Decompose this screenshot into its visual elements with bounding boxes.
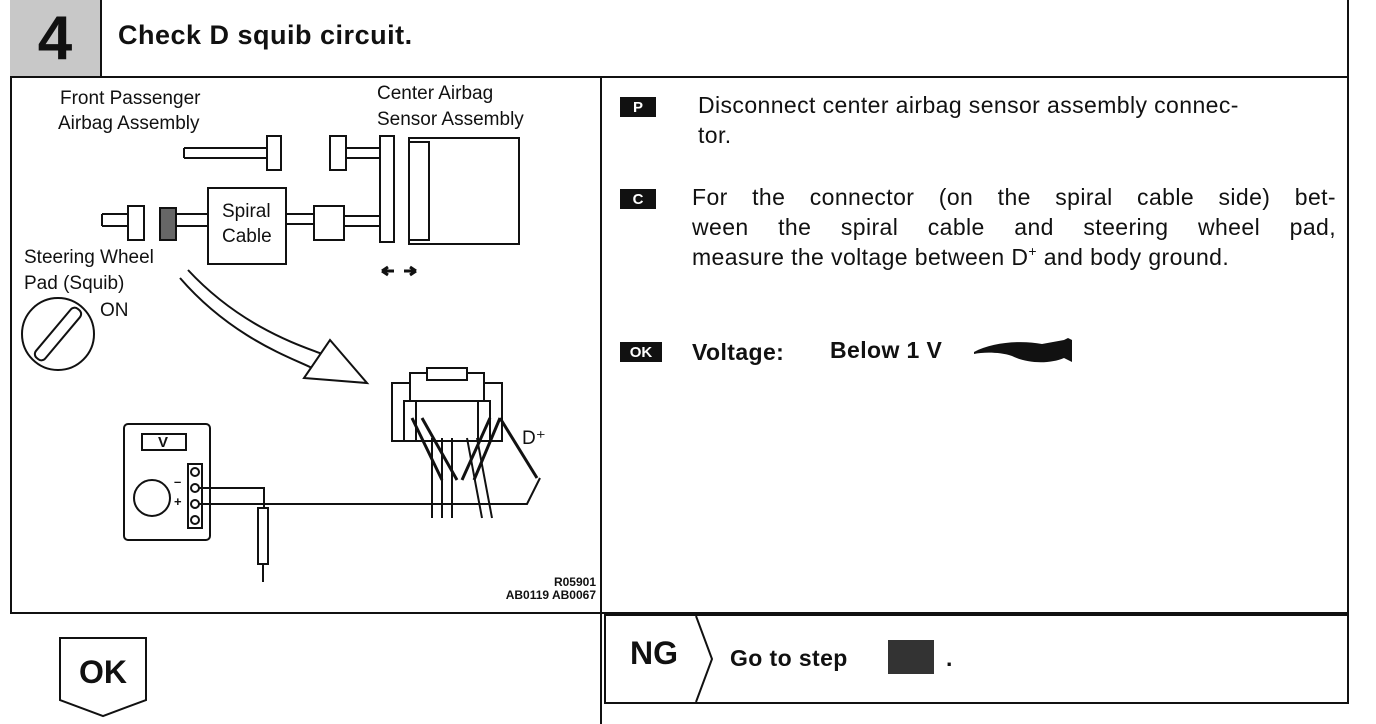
instruction-c-line2: ween the spiral cable and steering wheel… [692, 214, 1336, 240]
probe-d-plus [498, 417, 539, 479]
label-pad-squib: Pad (Squib) [24, 273, 125, 294]
circuit-diagram [21, 135, 541, 582]
badge-ok: OK [620, 342, 662, 362]
label-front-passenger: Front Passenger [60, 88, 201, 109]
ignition-switch [21, 297, 95, 371]
instruction-p-line1: Disconnect center airbag sensor assembly… [698, 92, 1239, 118]
ok-box [59, 637, 147, 718]
label-v: V [158, 434, 169, 451]
lead-positive [199, 477, 541, 505]
voltage-label: Voltage: [692, 339, 785, 365]
ok-label: OK [79, 654, 127, 690]
instruction-p: Disconnect center airbag sensor assembly… [698, 90, 1338, 150]
voltage-value: Below 1 V [830, 337, 943, 363]
passenger-connector [266, 135, 282, 171]
wheel-connector [127, 205, 145, 241]
label-sensor-assembly: Sensor Assembly [377, 109, 524, 130]
sensor-assembly [408, 137, 520, 245]
badge-c: C [620, 189, 656, 209]
instruction-c: For the connector (on the spiral cable s… [692, 182, 1336, 272]
squib-connector [159, 207, 177, 241]
instruction-c-line1: For the connector (on the spiral cable s… [692, 184, 1336, 210]
label-plus: + [174, 494, 182, 509]
ground-probe [257, 507, 269, 565]
step-title: Check D squib circuit. [118, 20, 413, 50]
label-center-airbag: Center Airbag [377, 83, 494, 104]
step-number: 4 [10, 0, 102, 76]
instruction-c-line3: measure the voltage between D+ and body … [692, 243, 1230, 270]
label-spiral: Spiral [222, 201, 271, 222]
ng-label: NG [630, 635, 678, 671]
label-on: ON [100, 300, 129, 321]
ng-box [604, 614, 1349, 704]
label-d-plus: D⁺ [522, 428, 546, 449]
main-frame [10, 76, 1349, 614]
circuit-figure: Front Passenger Airbag Assembly Center A… [12, 78, 600, 612]
pointing-hand-icon [974, 338, 1072, 363]
spiral-connector [313, 205, 345, 241]
sensor-bus [379, 135, 395, 243]
label-airbag-assembly: Airbag Assembly [58, 113, 200, 134]
passenger-harness [183, 147, 267, 159]
badge-p: P [620, 97, 656, 117]
panel-divider [600, 76, 602, 724]
instruction-p-line2: tor. [698, 122, 732, 148]
ng-text: Go to step [730, 645, 848, 671]
ng-arrow-tab [695, 615, 714, 703]
sensor-connector-upper [329, 135, 347, 171]
lead-negative [199, 487, 265, 508]
label-cable: Cable [222, 226, 272, 247]
ng-period: . [946, 645, 953, 671]
step-reference-box [888, 640, 934, 674]
figure-code-1: R05901 [553, 575, 596, 589]
pointer-arrow [179, 277, 313, 369]
label-minus: – [174, 474, 182, 489]
figure-code-2: AB0119 AB0067 [505, 588, 596, 602]
label-steering-wheel: Steering Wheel [24, 247, 154, 268]
